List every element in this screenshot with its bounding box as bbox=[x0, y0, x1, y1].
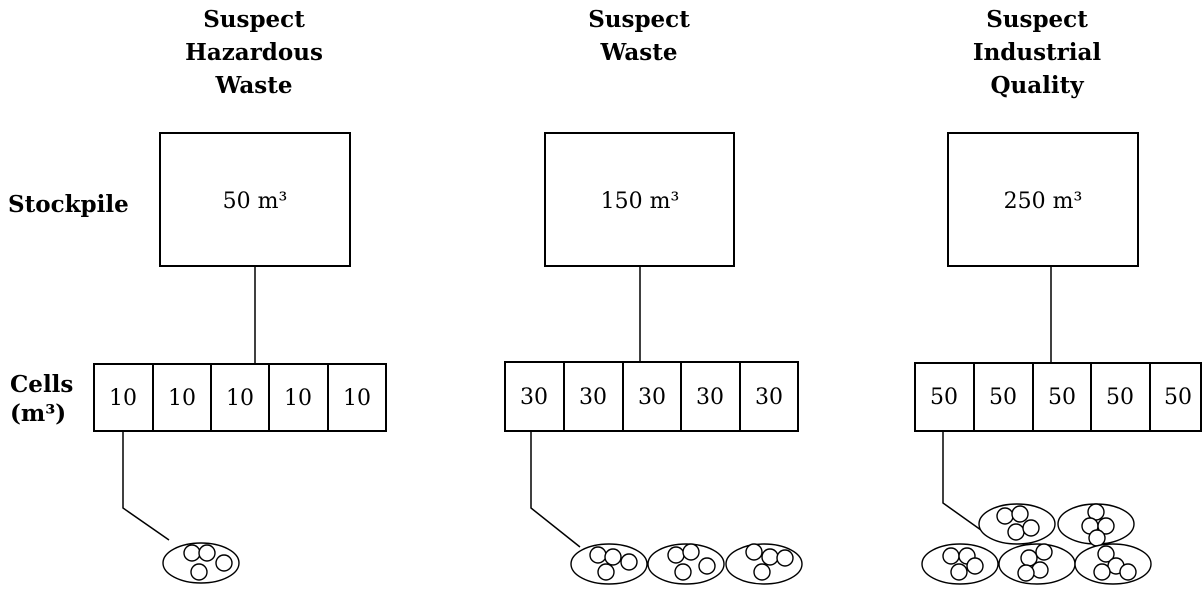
cell-value: 30 bbox=[579, 385, 607, 410]
composite-sample bbox=[998, 543, 1076, 585]
cell-value: 10 bbox=[284, 386, 312, 411]
cell bbox=[739, 361, 799, 432]
group-waste: Suspect Waste 150 m³ 30 30 30 30 30 bbox=[504, 6, 803, 585]
cells-row-label: Cells bbox=[10, 371, 73, 398]
cell-value: 30 bbox=[520, 385, 548, 410]
cell-value: 50 bbox=[1164, 385, 1192, 410]
cell-value: 10 bbox=[226, 386, 254, 411]
cell-value: 30 bbox=[755, 385, 783, 410]
composite-sample bbox=[647, 543, 725, 585]
composite-sample bbox=[921, 543, 999, 585]
stockpile-volume: 150 m³ bbox=[601, 189, 680, 214]
cell-value: 30 bbox=[638, 385, 666, 410]
cells-row-unit-label: (m³) bbox=[10, 400, 66, 427]
cell-value: 50 bbox=[989, 385, 1017, 410]
cell bbox=[1149, 362, 1202, 432]
cell-row: 50 50 50 50 50 bbox=[914, 362, 1202, 432]
group-title-line: Waste bbox=[215, 72, 293, 99]
composite-sample bbox=[1074, 543, 1152, 585]
composite-sample bbox=[570, 543, 648, 585]
group-hazardous-waste: Suspect Hazardous Waste 50 m³ 10 10 10 1… bbox=[93, 6, 387, 584]
stockpile-volume: 50 m³ bbox=[223, 189, 288, 214]
composite-sample bbox=[162, 542, 240, 584]
sample-connector bbox=[942, 431, 996, 541]
group-title-line: Suspect bbox=[203, 6, 305, 33]
cell-value: 10 bbox=[343, 386, 371, 411]
group-title-line: Suspect bbox=[588, 6, 690, 33]
group-title-line: Waste bbox=[600, 39, 678, 66]
cell bbox=[152, 363, 212, 432]
cell-value: 50 bbox=[930, 385, 958, 410]
group-title-line: Quality bbox=[990, 72, 1084, 99]
group-title-line: Suspect bbox=[986, 6, 1088, 33]
cell-value: 10 bbox=[109, 386, 137, 411]
group-title-line: Hazardous bbox=[185, 39, 323, 66]
cell bbox=[563, 361, 624, 432]
stockpile-box bbox=[544, 132, 735, 267]
cell-row: 30 30 30 30 30 bbox=[504, 361, 799, 432]
cell bbox=[1090, 362, 1151, 432]
sample-connector bbox=[122, 431, 170, 541]
cell bbox=[93, 363, 154, 432]
composite-sample bbox=[725, 543, 803, 585]
cell-value: 10 bbox=[168, 386, 196, 411]
stockpile-box bbox=[947, 132, 1139, 267]
composite-sample bbox=[1057, 503, 1135, 547]
stockpile-box bbox=[159, 132, 351, 267]
stockpile-volume: 250 m³ bbox=[1004, 189, 1083, 214]
cell-value: 50 bbox=[1048, 385, 1076, 410]
cell bbox=[327, 363, 387, 432]
group-title-line: Industrial bbox=[973, 39, 1102, 66]
cell bbox=[680, 361, 741, 432]
stockpile-row-label: Stockpile bbox=[8, 191, 129, 218]
cell bbox=[914, 362, 975, 432]
group-industrial-quality: Suspect Industrial Quality 250 m³ 50 50 … bbox=[914, 6, 1202, 585]
sample-connector bbox=[530, 431, 581, 548]
cell-value: 50 bbox=[1106, 385, 1134, 410]
cell-row: 10 10 10 10 10 bbox=[93, 363, 387, 432]
cell-value: 30 bbox=[696, 385, 724, 410]
composite-sample bbox=[978, 503, 1056, 545]
